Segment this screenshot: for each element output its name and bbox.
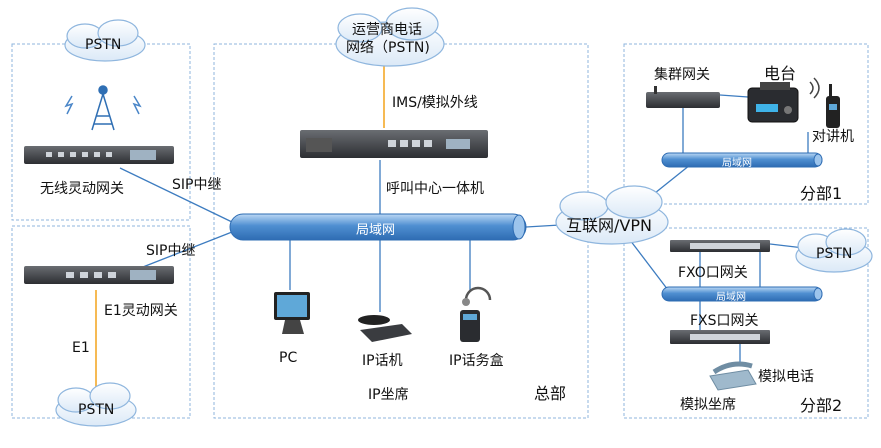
fxs-gateway-device bbox=[670, 330, 770, 344]
pstn-wireless-label: PSTN bbox=[85, 37, 122, 53]
callcenter-device bbox=[300, 130, 488, 158]
e1-gateway-label: E1灵动网关 bbox=[104, 303, 178, 319]
callcenter-label: 呼叫中心一体机 bbox=[386, 181, 484, 197]
branch2-lan-bus bbox=[661, 286, 823, 302]
cloud-internet bbox=[555, 185, 669, 245]
region-wireless bbox=[11, 43, 191, 221]
sip-trunk-bottom-label: SIP中继 bbox=[146, 243, 196, 259]
sip-trunk-top-label: SIP中继 bbox=[172, 177, 222, 193]
walkie-talkie-icon bbox=[809, 77, 840, 128]
fxo-gateway-label: FXO口网关 bbox=[678, 265, 748, 281]
branch1-name-label: 分部1 bbox=[800, 184, 843, 203]
pc-icon bbox=[274, 292, 310, 334]
branch2-lan-label: 局域网 bbox=[716, 292, 746, 303]
cluster-gateway-device bbox=[646, 86, 720, 108]
pstn-e1-label: PSTN bbox=[78, 402, 115, 418]
pstn-branch2-label: PSTN bbox=[816, 246, 853, 262]
region-branch1 bbox=[623, 43, 869, 205]
walkie-talkie-label: 对讲机 bbox=[812, 129, 854, 145]
cloud-carrier bbox=[335, 7, 445, 67]
ip-box-label: IP话务盒 bbox=[449, 353, 504, 369]
hq-lan-bus bbox=[229, 213, 527, 241]
carrier-network-label-line1: 运营商电话 bbox=[352, 22, 422, 38]
cluster-gateway-label: 集群网关 bbox=[654, 67, 710, 83]
wireless-gateway-label: 无线灵动网关 bbox=[40, 181, 124, 197]
carrier-network-label-line2: 网络（PSTN) bbox=[346, 40, 430, 56]
analog-phone-label: 模拟电话 bbox=[758, 369, 814, 385]
tower-icon bbox=[64, 85, 142, 131]
cloud-pstn-wireless bbox=[64, 19, 146, 62]
fxo-gateway-device bbox=[670, 240, 770, 252]
ims-trunk-label: IMS/模拟外线 bbox=[392, 95, 478, 111]
wireless-gateway-device bbox=[24, 146, 174, 164]
radio-station-label: 电台 bbox=[764, 64, 797, 83]
branch1-lan-bus bbox=[661, 152, 823, 168]
e1-gateway-device bbox=[24, 266, 174, 284]
pc-label: PC bbox=[279, 350, 298, 366]
e1-link-label: E1 bbox=[72, 340, 90, 356]
ip-phone-icon bbox=[358, 315, 412, 342]
fxs-gateway-label: FXS口网关 bbox=[690, 313, 759, 329]
radio-station-icon bbox=[747, 82, 799, 123]
branch1-lan-label: 局域网 bbox=[722, 158, 752, 169]
analog-phone-icon bbox=[709, 361, 757, 391]
hq-lan-label: 局域网 bbox=[356, 223, 396, 238]
analog-seat-label: 模拟坐席 bbox=[680, 397, 736, 413]
ip-seat-label: IP坐席 bbox=[368, 387, 409, 403]
region-branch2 bbox=[623, 227, 869, 419]
cloud-pstn-e1 bbox=[55, 382, 137, 427]
branch2-name-label: 分部2 bbox=[800, 396, 843, 415]
ip-box-icon bbox=[460, 286, 492, 342]
internet-vpn-label: 互联网/VPN bbox=[566, 216, 652, 235]
cloud-pstn-branch2 bbox=[795, 228, 873, 273]
hq-name-label: 总部 bbox=[534, 384, 567, 403]
ip-phone-label: IP话机 bbox=[362, 353, 403, 369]
